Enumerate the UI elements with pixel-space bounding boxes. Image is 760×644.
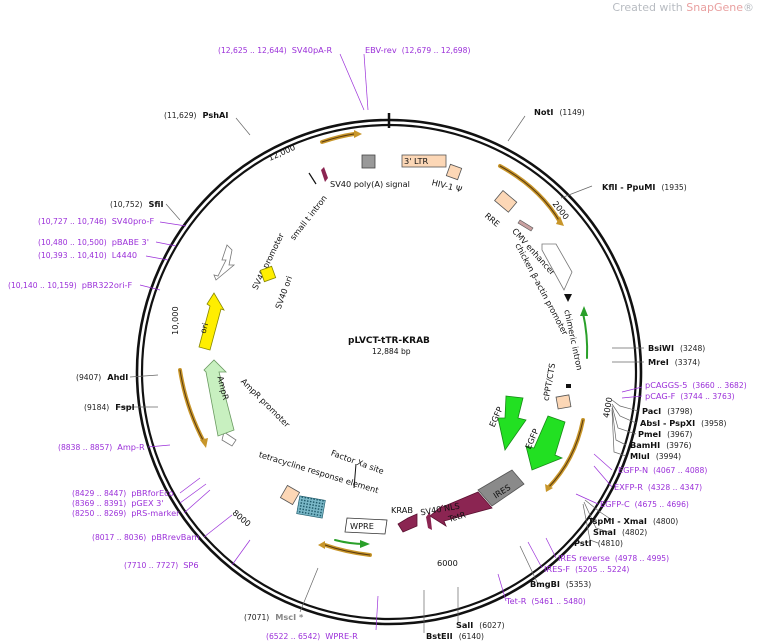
enzyme-label: BsiWI(3248): [648, 343, 705, 353]
krab-label: KRAB: [391, 505, 413, 515]
tick-label: 6000: [437, 558, 458, 568]
factorxa-marker: [353, 463, 357, 489]
plasmid-name: pLVCT-tTR-KRAB: [348, 336, 430, 346]
snapgene-watermark: Created with SnapGene®: [612, 1, 754, 14]
enzyme-label: BstEII(6140): [426, 631, 484, 641]
tre-label: tetracycline response element: [258, 449, 381, 495]
smallt-label: small t intron: [288, 193, 329, 242]
primer-label: pCAGGS-5(3660 .. 3682): [645, 380, 747, 390]
cba-marker: [564, 294, 572, 302]
sv40-ori-box: [259, 265, 277, 283]
primer-label: (8429 .. 8447)pBRforEco: [72, 488, 174, 498]
rre-small-box: [517, 219, 534, 232]
primer-label: pCAG-F(3744 .. 3763): [645, 391, 735, 401]
small-t-intron-box: [321, 167, 328, 182]
primer-label: (10,140 .. 10,159)pBR322ori-F: [8, 280, 132, 290]
enzyme-label: (10,752)SfiI: [110, 199, 164, 209]
primer-label: Tet-R(5461 .. 5480): [505, 596, 586, 606]
orf-arrowheads: [200, 130, 588, 549]
egfp-arrow-1: [497, 395, 527, 451]
rre-label: RRE: [483, 210, 502, 228]
enzyme-label: (9407)AhdI: [76, 372, 128, 382]
ltr-label: 3' LTR: [404, 156, 428, 166]
enzyme-label: (9184)FspI: [84, 402, 135, 412]
sv40-promoter-arrow: [213, 244, 236, 281]
primer-label: (10,393 .. 10,410)L4440: [38, 250, 137, 260]
egfp-arrow-2: [525, 415, 566, 471]
primer-label: IRES reverse(4978 .. 4995): [558, 553, 669, 563]
ires-feature: [477, 469, 525, 507]
tetr-arrow: [429, 491, 493, 527]
primer-label: EGFP-N(4067 .. 4088): [618, 465, 707, 475]
sv40-polya-box: [361, 154, 376, 169]
amppro-box: [221, 431, 237, 447]
tick-label: 4000: [601, 396, 614, 418]
primer-label: (8017 .. 8036)pBRrevBam: [92, 532, 199, 542]
primer-leaders: [139, 53, 643, 631]
primer-label: (6522 .. 6542)WPRE-R: [266, 631, 358, 641]
krab-arrow: [397, 513, 418, 533]
primer-label: (8838 .. 8857)Amp-R: [58, 442, 145, 452]
amppro-label: AmpR promoter: [239, 376, 293, 430]
primer-label: EGFP-C(4675 .. 4696): [600, 499, 689, 509]
tre-hatch: [296, 495, 326, 519]
ori-arrow: [198, 292, 225, 351]
cppt-label: cPPT/CTS: [541, 362, 557, 401]
tetr-label: TetR: [446, 509, 467, 524]
wpre-box: [344, 517, 388, 535]
enzyme-label: AbsI - PspXI(3958): [640, 418, 726, 428]
enzyme-label: BmgBI(5353): [530, 579, 591, 589]
ltr-feature: [401, 154, 447, 168]
primer-label: (10,727 .. 10,746)SV40pro-F: [38, 216, 154, 226]
ori-label: ori: [198, 322, 211, 335]
sv40ori-label: SV40 ori: [273, 274, 294, 310]
enzyme-label: TspMI - XmaI(4800): [588, 516, 678, 526]
enzyme-label: BamHI(3976): [630, 440, 691, 450]
intron-label: chimeric intron: [562, 309, 585, 372]
small-t-marker: [308, 172, 317, 185]
primer-label: EXFP-R(4328 .. 4347): [614, 482, 702, 492]
tick-label: 8000: [231, 508, 253, 529]
sv40-nls-box: [426, 512, 432, 530]
enzyme-label: MreI(3374): [648, 357, 700, 367]
enzyme-label: (7071)MscI *: [244, 612, 304, 622]
cppt-marker: [566, 384, 571, 388]
enzyme-label: (11,629)PshAI: [164, 110, 228, 120]
wpre-label: WPRE: [350, 521, 374, 531]
ampr-arrow: [203, 359, 235, 437]
enzyme-label: PstI(4810): [574, 538, 623, 548]
factorxa-label: Factor Xa site: [330, 448, 386, 476]
enzyme-labels: NotI(1149) KflI - PpuMI(1935) BsiWI(3248…: [76, 107, 726, 641]
primer-label: EBV-rev(12,679 .. 12,698): [365, 45, 470, 55]
plasmid-size: 12,884 bp: [372, 347, 411, 356]
enzyme-label: PmeI(3967): [638, 429, 692, 439]
sv40pro-label: SV40 promoter: [250, 231, 286, 292]
primer-label: IRES-F(5205 .. 5224): [544, 564, 629, 574]
tre-small-box: [279, 484, 301, 506]
enzyme-label: NotI(1149): [534, 107, 585, 117]
primer-labels: (12,625 .. 12,644)SV40pA-R EBV-rev(12,67…: [8, 45, 747, 641]
sv40pa-label: SV40 poly(A) signal: [330, 179, 410, 189]
primer-label: (12,625 .. 12,644)SV40pA-R: [218, 45, 333, 55]
primer-label: (8250 .. 8269)pRS-marker: [72, 508, 180, 518]
hiv-psi-label: HIV-1 Ψ: [431, 177, 463, 194]
enzyme-label: SalI(6027): [456, 620, 505, 630]
enzyme-label: MluI(3994): [630, 451, 681, 461]
enzyme-label: KflI - PpuMI(1935): [602, 182, 687, 192]
primer-label: (10,480 .. 10,500)pBABE 3': [38, 237, 149, 247]
tick-label: 10,000: [170, 306, 180, 335]
orf-arcs: [178, 132, 589, 557]
cmv-enhancer-feature: [541, 243, 573, 291]
cppt-box: [555, 394, 572, 410]
rre-box: [494, 190, 518, 213]
primer-label: (7710 .. 7727)SP6: [124, 560, 199, 570]
hiv-psi-box: [445, 163, 463, 181]
enzyme-label: SmaI(4802): [593, 527, 647, 537]
primer-label: (8369 .. 8391)pGEX 3': [72, 498, 164, 508]
enzyme-leaders: [120, 115, 644, 633]
enzyme-label: PacI(3798): [642, 406, 693, 416]
